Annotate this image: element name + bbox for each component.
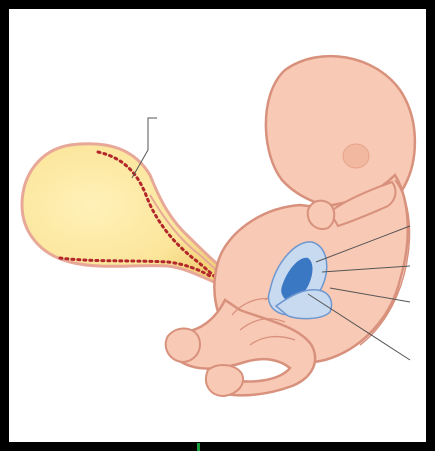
embryo bbox=[166, 56, 415, 396]
embryo-foot bbox=[206, 365, 243, 396]
embryo-hand bbox=[308, 201, 334, 229]
eye bbox=[343, 144, 369, 168]
tick-mark bbox=[197, 443, 200, 451]
embryo-knee bbox=[166, 329, 200, 363]
yolk-sac bbox=[22, 144, 222, 282]
